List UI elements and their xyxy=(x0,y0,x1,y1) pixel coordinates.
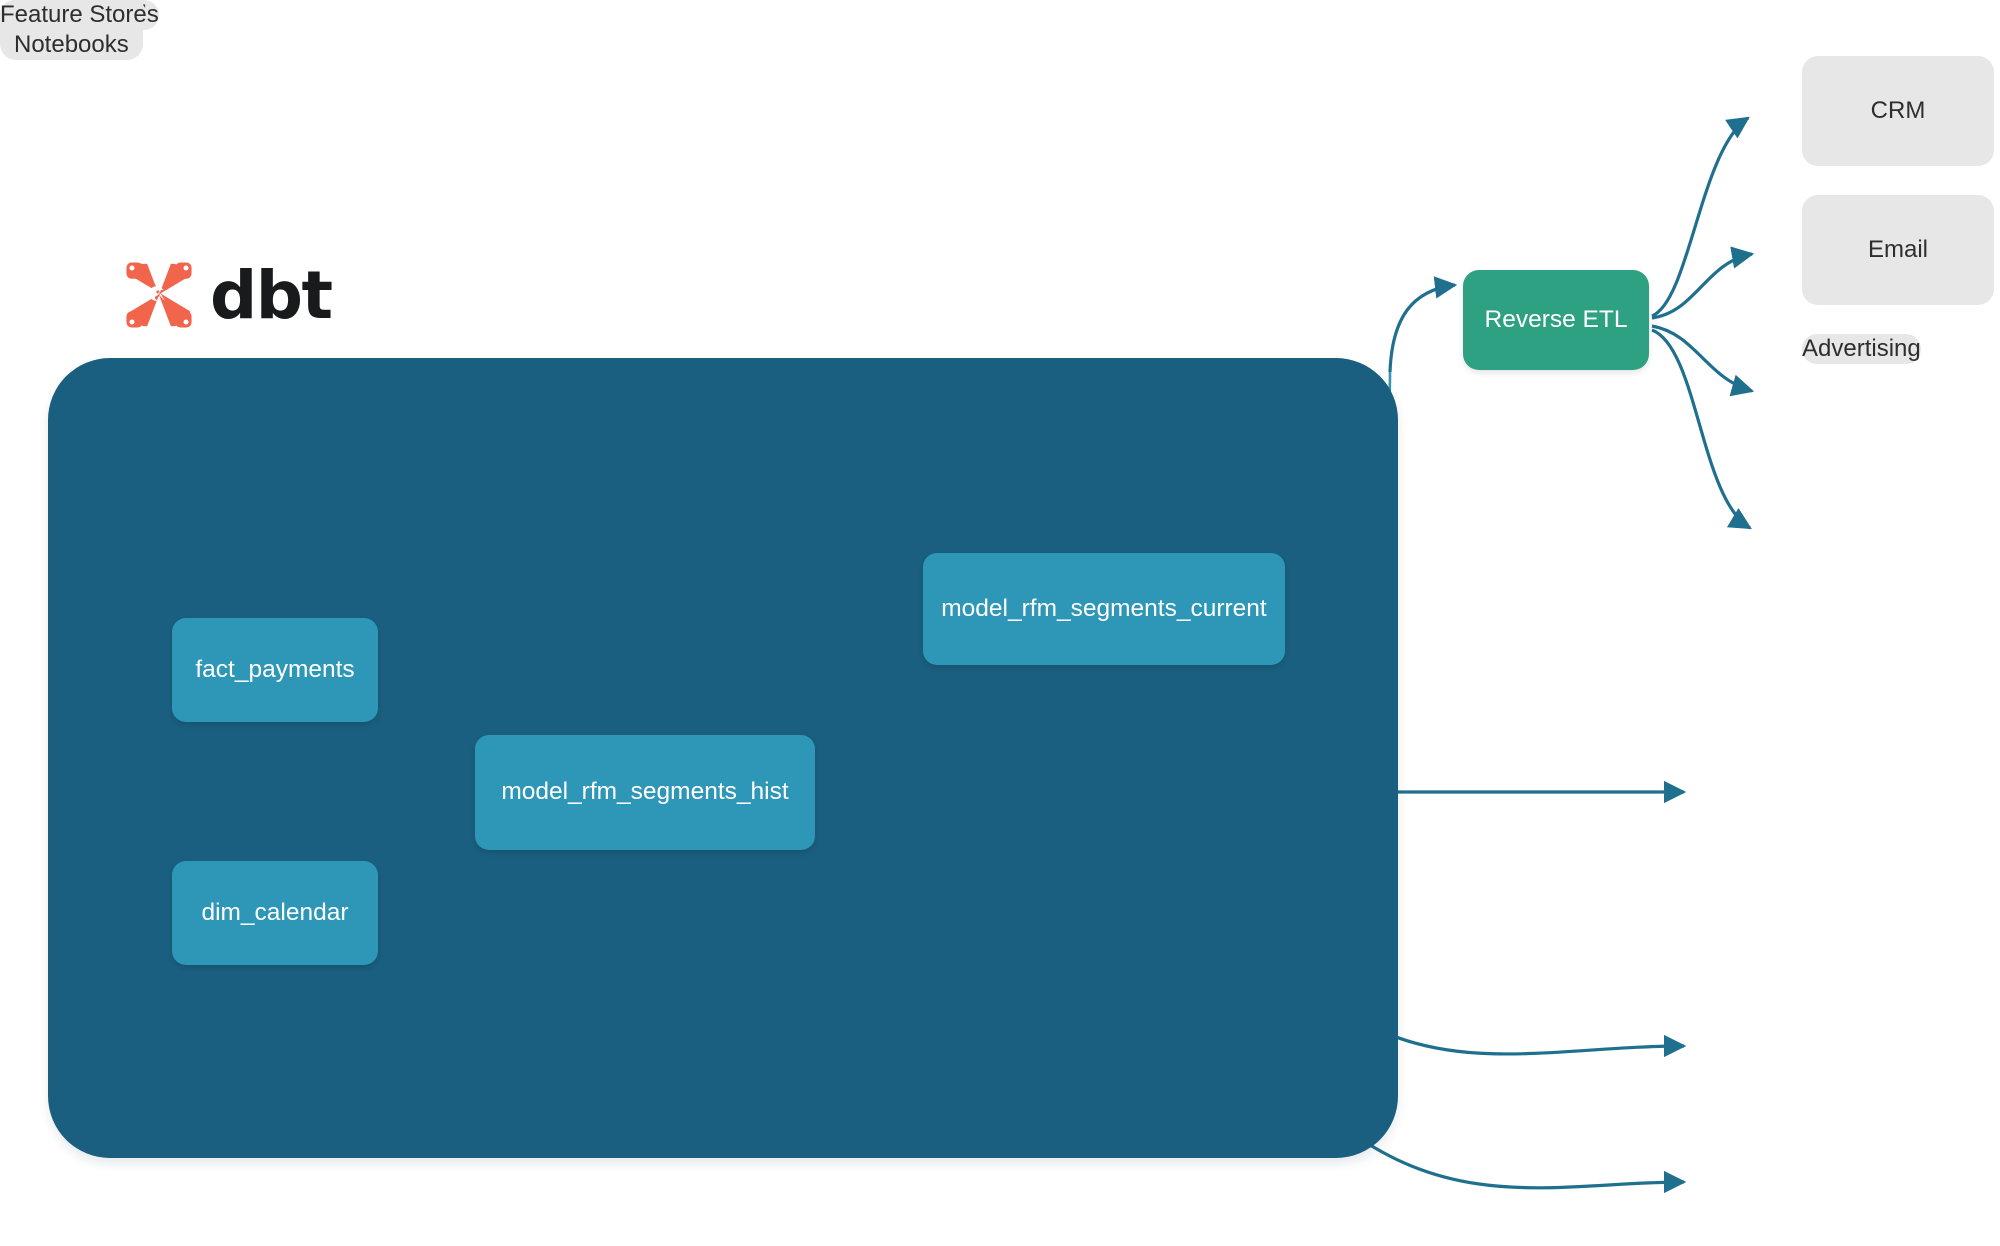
dbt-wordmark: dbt xyxy=(210,257,333,334)
edge-to-feature-store xyxy=(1344,1126,1687,1194)
node-fact-payments-label: fact_payments xyxy=(195,655,355,683)
node-model-rfm-segments-hist[interactable]: model_rfm_segments_hist xyxy=(475,735,815,850)
node-dim-calendar-label: dim_calendar xyxy=(201,898,349,926)
node-crm-label: CRM xyxy=(1870,97,1926,124)
node-feature-store-label: Feature Store xyxy=(0,1,147,28)
dbt-brand: dbt xyxy=(122,257,333,334)
edge-retl-to-sms-push xyxy=(1651,328,1752,530)
node-feature-store[interactable]: Feature Store xyxy=(0,0,147,30)
node-reverse-etl[interactable]: Reverse ETL xyxy=(1463,270,1649,370)
node-crm[interactable]: CRM xyxy=(1802,56,1994,166)
node-advertising-label: Advertising xyxy=(1802,335,1921,362)
edge-retl-to-crm xyxy=(1651,116,1750,318)
node-model-rfm-segments-hist-label: model_rfm_segments_hist xyxy=(501,778,789,806)
edge-retl-to-advertising xyxy=(1651,324,1755,397)
node-model-rfm-segments-current-label: model_rfm_segments_current xyxy=(941,594,1267,622)
edge-retl-to-email xyxy=(1651,246,1755,320)
edge-to-ds-notebooks xyxy=(1378,1028,1687,1058)
node-dim-calendar[interactable]: dim_calendar xyxy=(172,861,378,965)
node-ds-notebooks-line2: Notebooks xyxy=(14,31,129,58)
node-fact-payments[interactable]: fact_payments xyxy=(172,618,378,722)
node-model-rfm-segments-current[interactable]: model_rfm_segments_current xyxy=(923,553,1285,665)
node-email-label: Email xyxy=(1867,236,1928,263)
node-advertising[interactable]: Advertising xyxy=(1802,334,1921,364)
node-email[interactable]: Email xyxy=(1802,195,1994,305)
dbt-x-logo-icon xyxy=(126,262,192,328)
edge-to-reverse-etl xyxy=(1388,276,1458,373)
node-reverse-etl-label: Reverse ETL xyxy=(1484,305,1628,333)
